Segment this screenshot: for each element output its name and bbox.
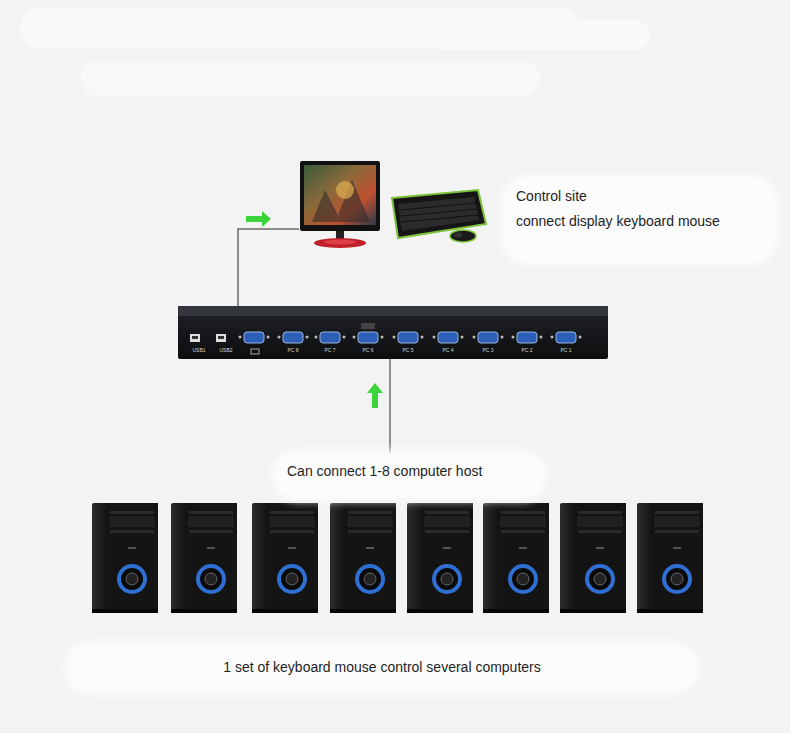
note-band: Control site connect display keyboard mou… bbox=[505, 178, 774, 262]
computer-tower bbox=[171, 503, 237, 613]
keyboard bbox=[392, 190, 486, 238]
port-label: PC 1 bbox=[560, 347, 571, 353]
port-label: PC 5 bbox=[402, 347, 413, 353]
note-text: connect display keyboard mouse bbox=[516, 212, 763, 230]
computer-tower bbox=[483, 503, 549, 613]
port-label: PC 7 bbox=[324, 347, 335, 353]
computer-tower bbox=[252, 503, 318, 613]
smudge bbox=[430, 20, 650, 50]
green-arrow bbox=[367, 383, 383, 408]
connector bbox=[390, 359, 391, 453]
computer-tower bbox=[330, 503, 396, 613]
port-label: PC 8 bbox=[287, 347, 298, 353]
computer-tower bbox=[637, 503, 703, 613]
smudge bbox=[80, 60, 540, 96]
kvm-switch bbox=[178, 306, 608, 359]
port-label: PC 4 bbox=[442, 347, 453, 353]
computer-towers bbox=[92, 503, 703, 613]
port-label: PC 3 bbox=[482, 347, 493, 353]
connector-line bbox=[389, 359, 391, 453]
port-label: USB1 bbox=[192, 347, 205, 353]
video-wire bbox=[238, 229, 299, 308]
port-label: PC 6 bbox=[362, 347, 373, 353]
caption-band: 1 set of keyboard mouse control several … bbox=[68, 645, 696, 691]
kvm-switch-node: USB1 USB2 PC 8 PC 7 PC 6 PC 5 PC 4 PC 3 PC 2 PC 1 bbox=[178, 306, 608, 359]
green-arrow bbox=[246, 211, 271, 227]
heading: Control site bbox=[516, 187, 763, 205]
note-text: Can connect 1-8 computer host bbox=[287, 462, 532, 480]
computer-tower bbox=[407, 503, 473, 613]
computer-tower bbox=[92, 503, 158, 613]
caption-text: 1 set of keyboard mouse control several … bbox=[82, 658, 682, 676]
computer-tower bbox=[560, 503, 626, 613]
note-band: Can connect 1-8 computer host bbox=[275, 453, 544, 497]
port-label: PC 2 bbox=[521, 347, 532, 353]
monitor bbox=[300, 161, 380, 248]
port-label: USB2 bbox=[219, 347, 232, 353]
mouse bbox=[450, 230, 476, 242]
